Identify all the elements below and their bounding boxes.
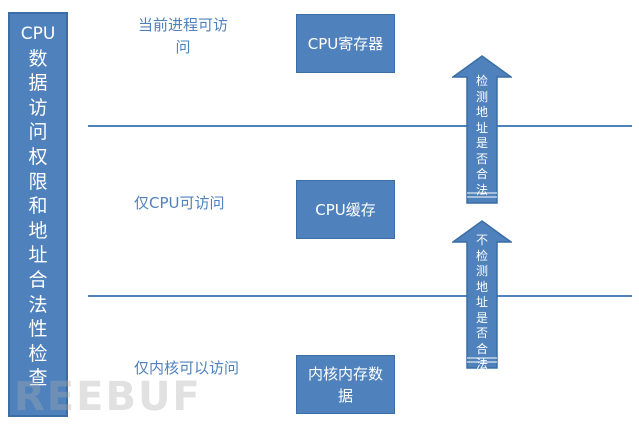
level-label-cache: 仅CPU可访问 <box>134 192 225 214</box>
box-cpu-registers: CPU寄存器 <box>296 14 395 73</box>
arrow-char: 地 <box>475 105 488 119</box>
watermark: REEBUF <box>14 374 202 420</box>
arrow-char: 测 <box>475 89 488 104</box>
box-kernel-memory: 内核内存数 据 <box>296 355 395 414</box>
bar-char: CPU <box>20 24 56 44</box>
box-line: 据 <box>337 386 353 405</box>
divider-line-bottom <box>88 295 632 297</box>
arrow-char: 合 <box>475 341 488 356</box>
bar-char: 限 <box>28 170 48 193</box>
arrow-char: 否 <box>475 151 488 166</box>
bar-char: 数 <box>28 47 48 70</box>
level-label-kernel: 仅内核可以访问 <box>134 357 239 379</box>
label-line: 问 <box>175 38 191 56</box>
bar-char: 地 <box>28 219 48 242</box>
level-label-registers: 当前进程可访 问 <box>133 14 233 58</box>
box-line: CPU寄存器 <box>307 34 384 53</box>
arrow-char: 址 <box>475 120 488 135</box>
arrow-char: 合 <box>475 167 488 181</box>
bar-char: 法 <box>28 293 48 316</box>
arrow-char: 是 <box>475 136 488 150</box>
arrow-char: 不 <box>475 233 488 247</box>
up-arrow-icon <box>452 220 512 369</box>
arrow-check-address: 检 测 地 址 是 否 合 法 <box>452 55 512 205</box>
arrow-char: 地 <box>475 279 488 294</box>
label-line: 仅CPU可访问 <box>134 194 225 212</box>
bar-char: 和 <box>28 195 48 218</box>
arrow-char: 址 <box>475 295 488 309</box>
bar-char: 据 <box>28 72 48 95</box>
access-check-bar: CPU 数 据 访 问 权 限 和 地 址 合 法 性 检 查 <box>8 12 68 417</box>
bar-char: 性 <box>28 318 48 341</box>
bar-char: 访 <box>28 96 48 119</box>
divider-line-top <box>88 125 632 127</box>
label-line: 仅内核可以访问 <box>134 359 240 377</box>
label-line: 当前进程可访 <box>137 16 228 34</box>
box-cpu-cache: CPU缓存 <box>296 180 395 239</box>
up-arrow-icon <box>452 55 512 204</box>
box-line: 内核内存数 <box>307 364 383 383</box>
arrow-text: 不 检 测 地 址 是 否 合 法 <box>474 233 490 373</box>
arrow-char: 测 <box>475 264 488 278</box>
bar-char: 检 <box>28 342 48 365</box>
bar-char: 址 <box>28 244 48 267</box>
arrow-char: 法 <box>475 357 488 371</box>
bar-char: 查 <box>28 367 48 390</box>
arrow-char: 否 <box>475 326 488 340</box>
arrow-char: 检 <box>475 74 488 88</box>
bar-char: 权 <box>28 145 48 168</box>
bar-char: 问 <box>28 121 48 144</box>
arrow-text: 检 测 地 址 是 否 合 法 <box>474 74 490 198</box>
arrow-no-check-address: 不 检 测 地 址 是 否 合 法 <box>452 220 512 373</box>
box-line: CPU缓存 <box>315 200 376 219</box>
bar-char: 合 <box>28 268 48 291</box>
arrow-char: 是 <box>475 310 488 325</box>
arrow-char: 法 <box>475 182 488 197</box>
arrow-char: 检 <box>475 248 488 263</box>
